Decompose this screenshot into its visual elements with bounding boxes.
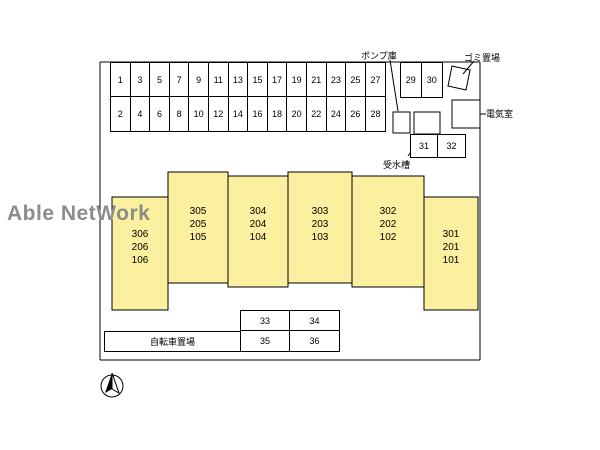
parking-cell: 27 xyxy=(365,63,386,97)
parking-cell: 1 xyxy=(111,63,131,97)
parking-cell: 26 xyxy=(346,97,366,131)
parking-cell: 15 xyxy=(248,63,268,97)
parking-cell: 35 xyxy=(241,331,290,351)
parking-cell: 5 xyxy=(150,63,170,97)
electrical-room-box xyxy=(451,99,481,129)
pump-room-box xyxy=(392,111,411,134)
room-number: 104 xyxy=(249,232,267,243)
building-unit-303: 303 203 103 xyxy=(295,205,345,244)
parking-cell: 3 xyxy=(130,63,151,97)
building-unit-dividers xyxy=(167,176,425,287)
building-unit-302: 302 202 102 xyxy=(363,205,413,244)
parking-grid-29-30: 29 30 xyxy=(400,62,443,98)
garbage-area-label: ゴミ置場 xyxy=(464,53,501,63)
water-tank-box xyxy=(413,111,441,135)
parking-cell: 36 xyxy=(309,336,320,346)
parking-cell: 24 xyxy=(327,97,347,131)
room-number: 106 xyxy=(131,255,149,266)
parking-cell: 20 xyxy=(287,97,307,131)
room-number: 301 xyxy=(442,229,460,240)
parking-cell: 7 xyxy=(169,63,190,97)
parking-cell: 6 xyxy=(150,97,170,131)
parking-cell: 30 xyxy=(426,75,437,85)
parking-cell: 33 xyxy=(241,311,290,331)
room-number: 304 xyxy=(249,206,267,217)
watermark: Able NetWork xyxy=(7,202,151,225)
parking-cell: 23 xyxy=(326,63,347,97)
building-unit-305: 305 205 105 xyxy=(173,205,223,244)
parking-cell: 11 xyxy=(208,63,229,97)
parking-cell: 12 xyxy=(209,97,229,131)
parking-grid-31-32: 31 32 xyxy=(410,134,466,158)
parking-cell: 28 xyxy=(370,109,381,119)
parking-cell: 25 xyxy=(346,63,366,97)
room-number: 101 xyxy=(442,255,460,266)
room-number: 203 xyxy=(311,219,329,230)
electrical-room-label: 電気室 xyxy=(486,109,514,119)
building-unit-304: 304 204 104 xyxy=(233,205,283,244)
room-number: 306 xyxy=(131,229,149,240)
pump-room-label: ポンプ庫 xyxy=(361,51,397,61)
bicycle-parking-area: 自転車置場 xyxy=(104,331,241,352)
bicycle-parking-label: 自転車置場 xyxy=(149,337,195,347)
parking-grid-33-36: 33 34 35 36 xyxy=(240,310,340,352)
water-tank-label: 受水槽 xyxy=(383,160,411,170)
parking-cell: 22 xyxy=(307,97,327,131)
parking-cell: 2 xyxy=(111,97,131,131)
parking-cell: 14 xyxy=(229,97,249,131)
parking-cell: 9 xyxy=(189,63,209,97)
parking-cell: 32 xyxy=(446,141,457,151)
room-number: 206 xyxy=(131,242,149,253)
garbage-area-leader-line xyxy=(462,60,475,75)
room-number: 204 xyxy=(249,219,267,230)
building-unit-306: 306 206 106 xyxy=(115,228,165,267)
parking-cell: 31 xyxy=(411,135,438,157)
parking-grid-main: 1 3 5 7 9 11 13 15 17 19 21 23 25 27 2 4… xyxy=(110,62,387,132)
parking-cell: 21 xyxy=(306,63,327,97)
north-arrow-icon xyxy=(100,372,124,398)
room-number: 202 xyxy=(379,219,397,230)
room-number: 103 xyxy=(311,232,329,243)
parking-cell: 17 xyxy=(267,63,288,97)
room-number: 302 xyxy=(379,206,397,217)
room-number: 102 xyxy=(379,232,397,243)
pump-room-leader-line xyxy=(389,59,399,112)
room-number: 303 xyxy=(311,206,329,217)
parking-cell: 4 xyxy=(131,97,151,131)
room-number: 105 xyxy=(189,232,207,243)
parking-cell: 19 xyxy=(287,63,307,97)
room-number: 205 xyxy=(189,219,207,230)
parking-cell: 10 xyxy=(189,97,209,131)
building-unit-301: 301 201 101 xyxy=(426,228,476,267)
parking-cell: 34 xyxy=(290,311,339,331)
room-number: 305 xyxy=(189,206,207,217)
parking-cell: 29 xyxy=(401,63,422,97)
parking-cell: 18 xyxy=(268,97,288,131)
parking-cell: 8 xyxy=(170,97,190,131)
parking-cell: 13 xyxy=(228,63,249,97)
room-number: 201 xyxy=(442,242,460,253)
parking-cell: 16 xyxy=(248,97,268,131)
